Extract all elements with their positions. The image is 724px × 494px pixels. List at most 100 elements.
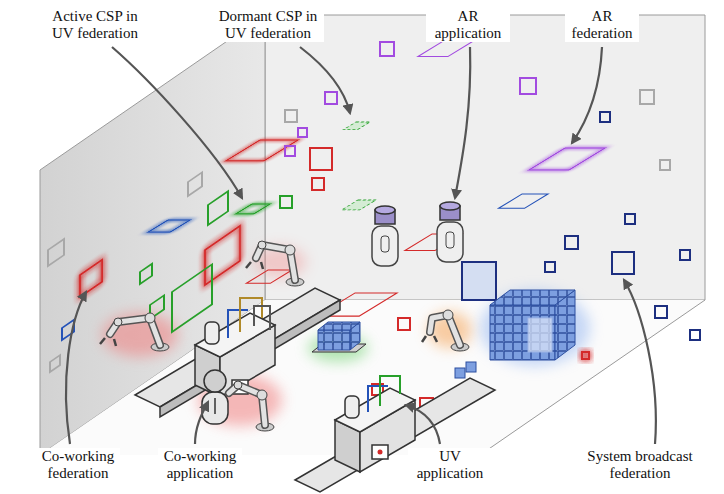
- csp-squares-part: [80, 260, 102, 297]
- glow-halos-part: [102, 313, 178, 357]
- csp-squares-part: [226, 140, 298, 161]
- ar-bottles-part: [372, 226, 398, 266]
- ar-bottles-part: [437, 222, 463, 262]
- robot-arms-part: [246, 262, 263, 269]
- ar-bottles-part: [375, 206, 395, 214]
- conveyor-right-part: [335, 388, 415, 432]
- robot-arms-part: [145, 313, 155, 323]
- ar-bottles: [372, 202, 463, 266]
- csp-squares-part: [310, 148, 332, 170]
- cube-stacks-part: [490, 305, 555, 360]
- csp-squares-part: [545, 262, 555, 272]
- leader-arrows-part: [195, 402, 208, 444]
- worker-figure-part: [204, 370, 226, 392]
- csp-squares-part: [625, 214, 635, 224]
- csp-squares-part: [462, 262, 496, 300]
- csp-squares-part: [285, 110, 297, 122]
- csp-squares-part: [312, 178, 324, 190]
- callout-label: AR application: [426, 8, 510, 42]
- conveyor-left-part: [205, 322, 219, 344]
- cube-stacks-part: [350, 322, 360, 350]
- conveyor-right-part: [345, 396, 359, 418]
- leader-arrows-part: [572, 47, 602, 143]
- csp-squares-part: [690, 330, 700, 340]
- csp-squares-part: [148, 220, 190, 232]
- worker-figure: [202, 370, 228, 424]
- csp-squares-part: [380, 42, 394, 56]
- cube-stacks-part: [528, 318, 552, 352]
- csp-squares-part: [499, 194, 548, 208]
- csp-squares-part: [236, 204, 270, 214]
- csp-squares-part: [48, 239, 64, 266]
- conveyor-right-part: [380, 376, 400, 406]
- leader-arrows-part: [66, 292, 86, 444]
- glow-halos: [102, 246, 590, 426]
- room-part: [480, 300, 705, 455]
- conveyor-left-part: [228, 310, 248, 338]
- csp-squares-part: [208, 191, 228, 225]
- callout-label: Co-working federation: [36, 448, 120, 482]
- conveyor-right: [295, 362, 495, 492]
- csp-squares-part: [188, 172, 202, 196]
- callout-label: Active CSP in UV federation: [46, 8, 145, 42]
- csp-squares-part: [140, 264, 152, 284]
- conveyor-right-part: [466, 362, 476, 372]
- robot-arms-part: [100, 338, 116, 346]
- conveyor-left-part: [240, 298, 262, 332]
- csp-squares-part: [655, 306, 667, 318]
- cube-stacks-part: [318, 330, 350, 350]
- leader-arrows-part: [406, 405, 440, 444]
- robot-arms-part: [114, 318, 122, 326]
- leader-arrows-part: [624, 280, 656, 444]
- callout-label: AR federation: [565, 8, 639, 42]
- leader-arrows-part: [112, 47, 242, 198]
- csp-squares-part: [325, 92, 337, 104]
- robot-arms-part: [234, 381, 242, 389]
- leader-arrows-part: [300, 47, 350, 113]
- callout-label: Co-working application: [158, 448, 242, 482]
- conveyor-right-part: [455, 368, 465, 378]
- cube-stacks-part: [490, 290, 575, 305]
- csp-squares-part: [660, 160, 670, 170]
- ar-bottles-part: [446, 232, 454, 248]
- leader-arrows-part: [455, 47, 470, 198]
- csp-squares-part: [640, 90, 654, 104]
- csp-squares-part: [342, 200, 376, 210]
- ar-bottles-part: [440, 202, 460, 210]
- csp-squares-part: [280, 196, 292, 208]
- robot-arms-part: [422, 336, 437, 342]
- csp-squares-part: [50, 355, 60, 372]
- callout-label: Dormant CSP in UV federation: [212, 8, 324, 42]
- csp-squares-part: [520, 78, 536, 94]
- csp-squares-part: [285, 146, 295, 156]
- csp-squares-part: [398, 318, 410, 330]
- csp-squares-part: [418, 40, 475, 57]
- glow-halos-part: [480, 290, 590, 366]
- room-part: [265, 15, 705, 300]
- conveyor-left-part: [254, 306, 270, 330]
- csp-squares-part: [565, 236, 578, 249]
- room: [40, 15, 705, 455]
- csp-squares-part: [680, 250, 690, 260]
- csp-squares-part: [343, 122, 370, 130]
- ar-bottles-part: [381, 236, 389, 252]
- csp-squares-part: [246, 270, 292, 283]
- robot-arms: [100, 241, 469, 431]
- conveyor-right-part: [295, 378, 495, 492]
- conveyor-left: [135, 288, 340, 417]
- callout-label: UV application: [408, 448, 492, 482]
- csp-squares-part: [298, 128, 307, 137]
- leader-arrows: [66, 47, 656, 444]
- csp-squares-part: [529, 148, 605, 170]
- conveyor-left-part: [135, 288, 340, 407]
- robot-arms-part: [443, 310, 453, 320]
- csp-squares-part: [205, 226, 240, 285]
- worker-figure-part: [214, 398, 216, 414]
- csp-squares: [48, 40, 700, 411]
- conveyor-right-part: [372, 445, 388, 459]
- callout-label: System broadcast federation: [579, 448, 701, 482]
- cube-stacks: [312, 290, 575, 360]
